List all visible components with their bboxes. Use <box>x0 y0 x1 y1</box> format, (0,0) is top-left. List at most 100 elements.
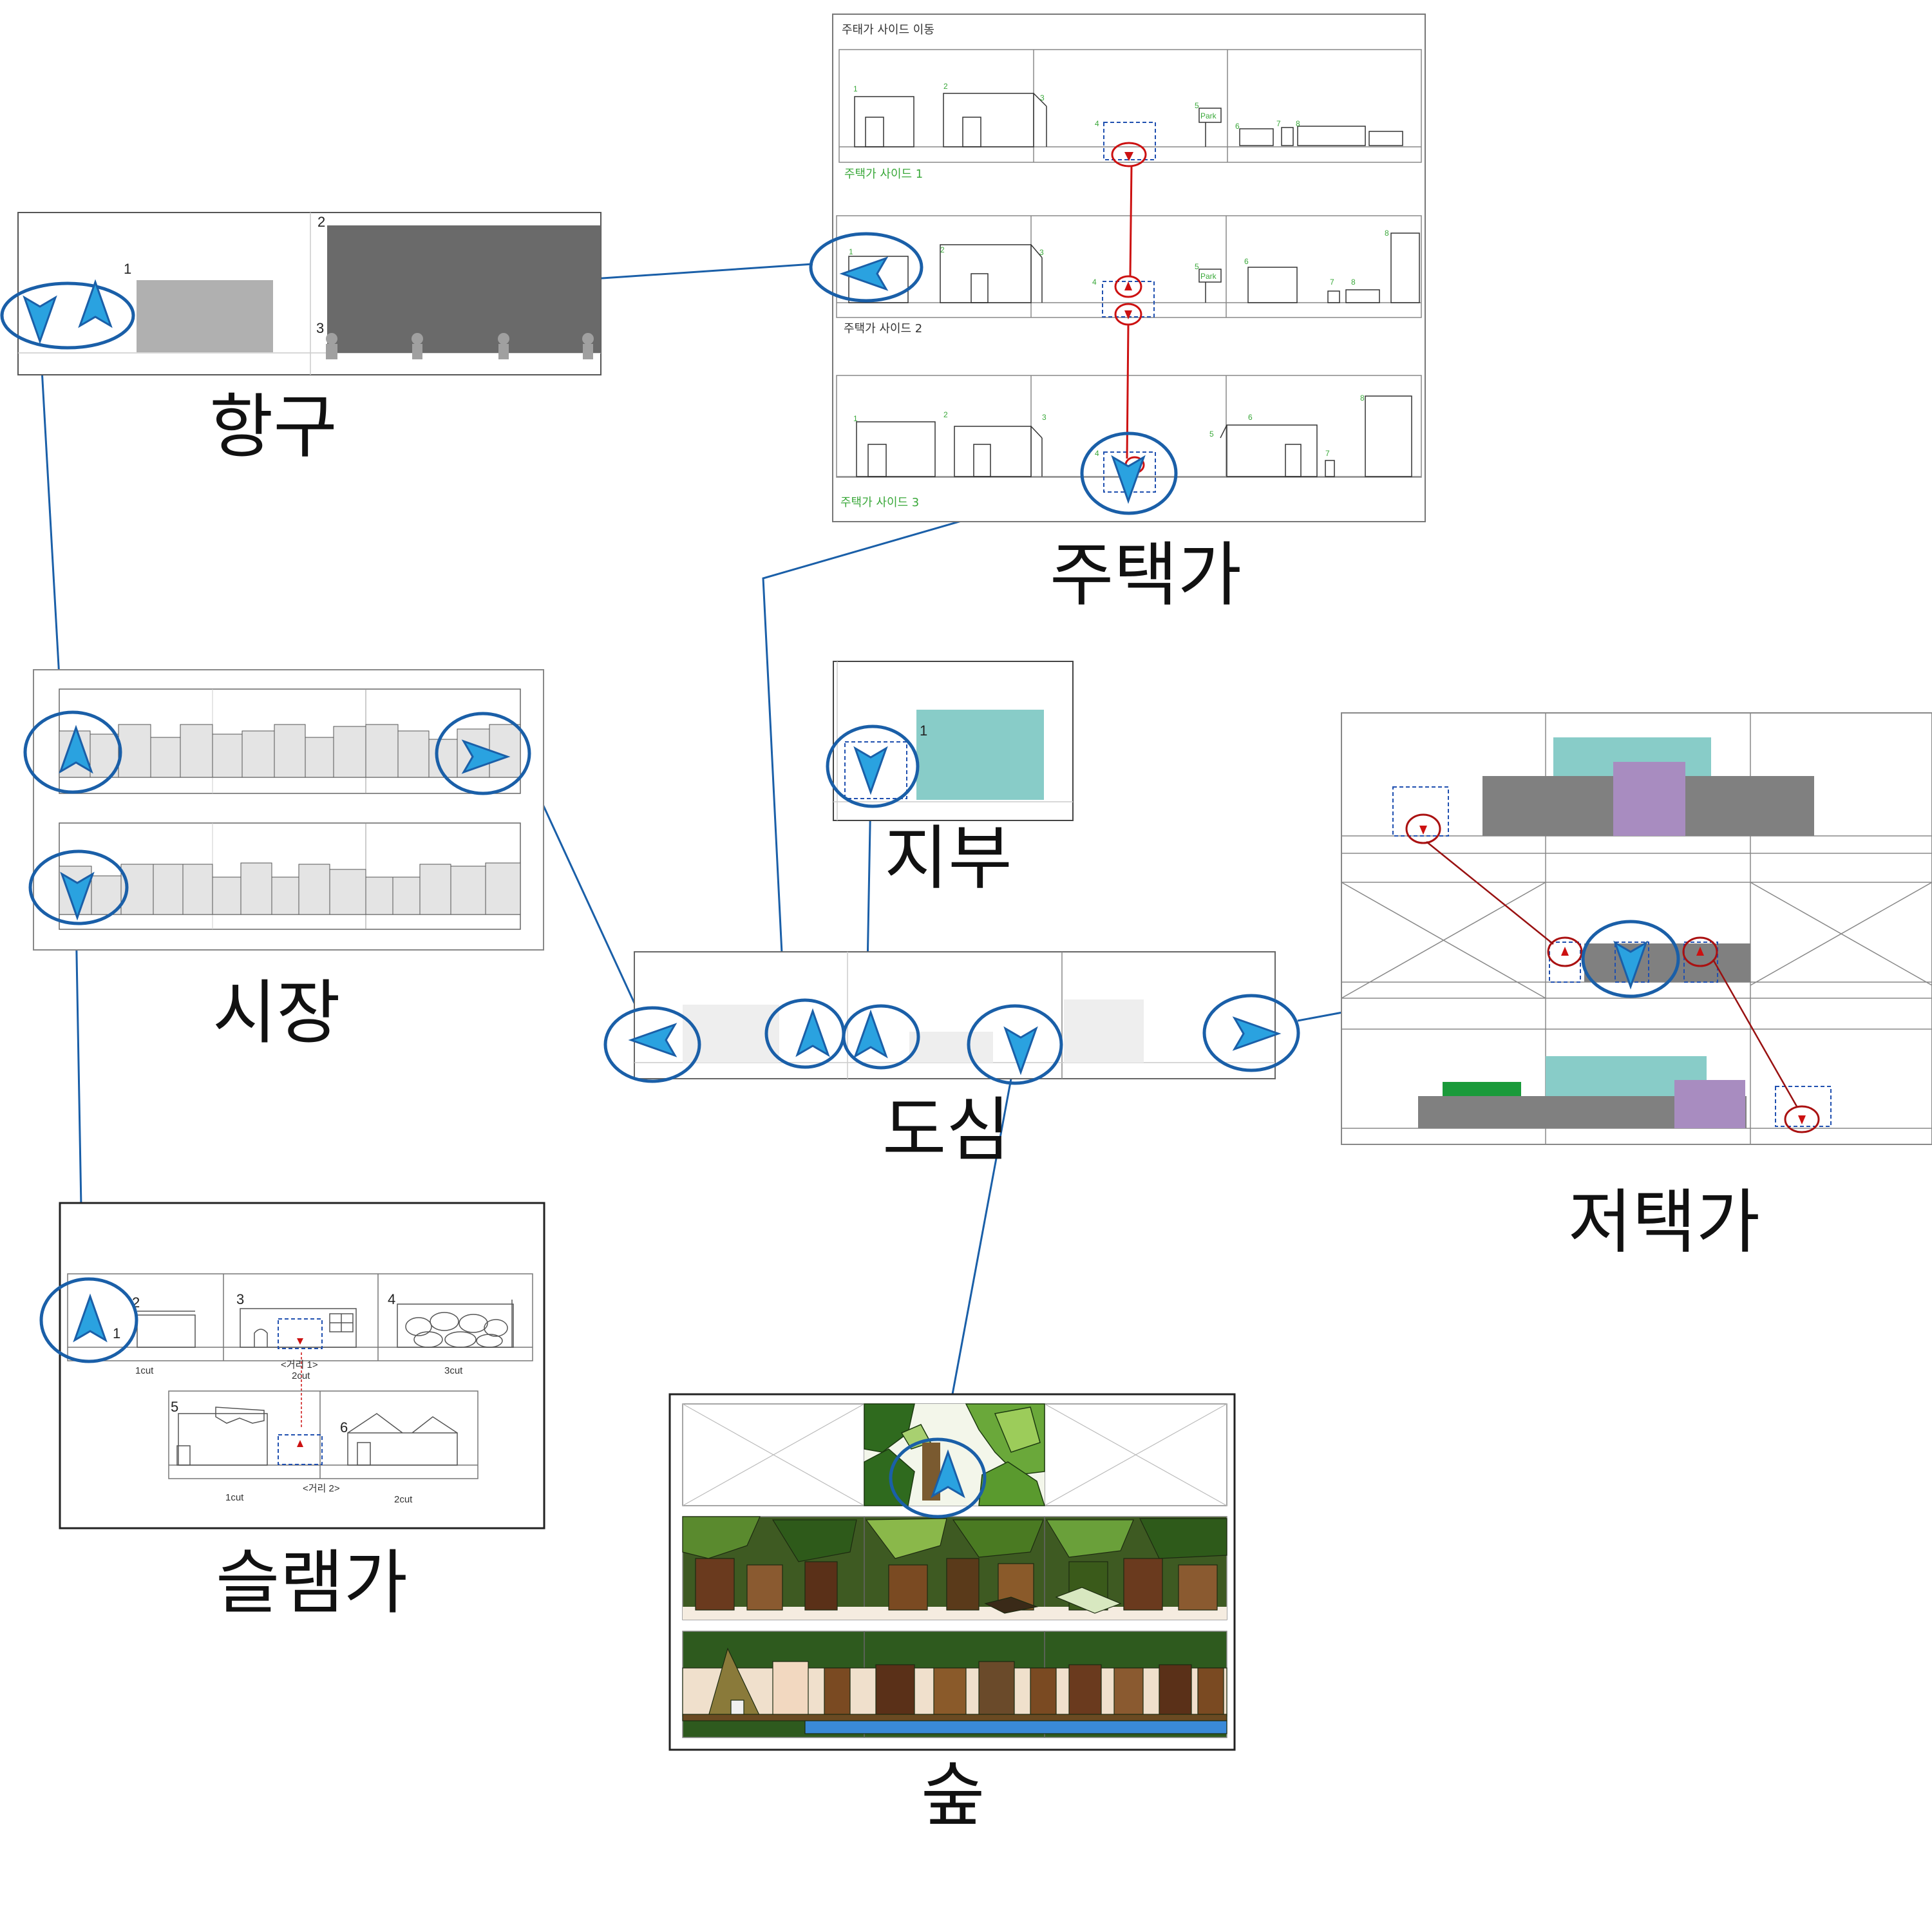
harbor-building-2 <box>327 225 601 353</box>
slum-cut-label: 2cut <box>292 1370 310 1381</box>
svg-text:5: 5 <box>1195 262 1199 271</box>
svg-text:7: 7 <box>1325 449 1330 458</box>
residential-panel: 주태가 사이드 이동 1 2 3 4 5 6 7 <box>809 14 1426 522</box>
residential-side-1: 1 2 3 4 5 6 7 8 Park 주택가 사이드 1 <box>838 49 1422 181</box>
downtown-title: 도심 <box>882 1090 1010 1171</box>
market-portal-ring-right[interactable] <box>435 712 531 795</box>
svg-text:1: 1 <box>853 414 858 423</box>
portal-box[interactable] <box>844 741 907 799</box>
harbor-panel: 1 2 3 <box>0 212 601 375</box>
market-portal-ring-top[interactable] <box>23 710 122 794</box>
residential-portal-ring-bottom[interactable] <box>1080 431 1178 515</box>
svg-text:6: 6 <box>340 1419 348 1435</box>
basement-title: 지부 <box>884 819 1012 899</box>
link-harbor-market <box>39 334 62 712</box>
slum-cut-label: 1cut <box>225 1492 244 1503</box>
downtown-portal-ring-down[interactable] <box>967 1004 1063 1085</box>
svg-text:5: 5 <box>1209 430 1214 439</box>
svg-text:8: 8 <box>1351 278 1356 287</box>
park-sign: Park <box>1200 111 1217 120</box>
svg-text:8: 8 <box>1385 229 1389 238</box>
svg-text:7: 7 <box>1276 119 1281 128</box>
harbor-num-2: 2 <box>317 214 325 230</box>
portal-marker[interactable] <box>1784 1105 1820 1133</box>
slum-street-label: <거리 2> <box>303 1483 340 1494</box>
svg-text:4: 4 <box>388 1291 395 1307</box>
svg-text:3: 3 <box>1039 248 1044 257</box>
downtown-portal-ring-up-2[interactable] <box>842 1004 920 1070</box>
slum-portal-ring[interactable] <box>39 1277 138 1363</box>
arrow-down-icon <box>1798 1115 1806 1124</box>
arrow-up-icon <box>1696 947 1704 956</box>
basement-portal-ring[interactable] <box>826 724 920 808</box>
harbor-building-1 <box>137 280 273 352</box>
svg-text:3: 3 <box>1042 413 1046 422</box>
svg-text:3: 3 <box>1040 93 1045 102</box>
slum-panel: 2 1 3 4 1cut <거리 1> 2cut 3cut 5 6 1cut <… <box>39 1202 545 1530</box>
harbor-title: 항구 <box>209 387 337 468</box>
svg-text:3: 3 <box>236 1291 244 1307</box>
portal-box[interactable] <box>1103 122 1156 160</box>
portal-marker[interactable] <box>1682 936 1718 967</box>
forest-foliage-1 <box>864 1403 1046 1506</box>
arrow-down-icon <box>1124 152 1133 161</box>
harbor-num-3: 3 <box>316 320 324 336</box>
portal-marker[interactable] <box>1114 275 1142 298</box>
downtown-portal-ring-left[interactable] <box>603 1006 701 1083</box>
residential-side3-label: 주택가 사이드 3 <box>840 496 919 509</box>
portal-box[interactable] <box>1392 786 1449 837</box>
link-market-downtown <box>526 769 645 1025</box>
svg-text:8: 8 <box>1360 393 1365 402</box>
residential-header: 주태가 사이드 이동 <box>842 23 934 37</box>
residential-side-2: 1 2 3 4 5 6 7 8 8 Park 주택가 사이드 2 <box>836 215 1422 336</box>
portal-marker[interactable] <box>1547 936 1583 967</box>
svg-text:7: 7 <box>1330 278 1334 287</box>
forest-trees-row-2 <box>682 1516 1227 1614</box>
mansion-title: 저택가 <box>1568 1182 1760 1263</box>
harbor-bollards <box>326 333 594 359</box>
residential-side2-label: 주택가 사이드 2 <box>844 322 922 336</box>
svg-text:2: 2 <box>943 410 948 419</box>
svg-text:1: 1 <box>849 247 853 256</box>
svg-text:8: 8 <box>1296 119 1300 128</box>
portal-marker[interactable] <box>1111 142 1147 167</box>
harbor-portal-ring[interactable] <box>0 281 135 350</box>
slum-cut-label: 2cut <box>394 1494 413 1505</box>
svg-text:2: 2 <box>940 245 945 254</box>
arrow-down-icon <box>1124 310 1132 319</box>
link-downtown-forest <box>942 1078 1012 1443</box>
arrow-up-icon <box>1561 947 1569 956</box>
forest-portal-ring[interactable] <box>889 1437 987 1519</box>
svg-text:1: 1 <box>113 1325 120 1341</box>
svg-text:6: 6 <box>1248 413 1253 422</box>
downtown-panel <box>603 951 1300 1085</box>
svg-text:5: 5 <box>171 1399 178 1415</box>
slum-street-label: <거리 1> <box>281 1359 318 1370</box>
mansion-panel <box>1341 712 1932 1145</box>
svg-text:6: 6 <box>1235 122 1240 131</box>
svg-text:5: 5 <box>1195 101 1199 110</box>
svg-text:4: 4 <box>1095 119 1099 128</box>
slum-cut-label: 1cut <box>135 1365 154 1376</box>
portal-marker[interactable] <box>1405 813 1441 844</box>
harbor-num-1: 1 <box>124 261 131 277</box>
svg-text:4: 4 <box>1095 449 1099 458</box>
market-portal-ring-bottom[interactable] <box>28 849 129 925</box>
basement-panel: 1 <box>826 661 1074 821</box>
mansion-portal-ring[interactable] <box>1581 920 1680 998</box>
residential-portal-ring-left[interactable] <box>809 232 923 303</box>
basement-building <box>916 710 1044 800</box>
arrow-down-icon <box>1419 826 1427 835</box>
svg-text:6: 6 <box>1244 257 1249 266</box>
svg-text:4: 4 <box>1092 278 1097 287</box>
slum-cut-label: 3cut <box>444 1365 463 1376</box>
slum-title: 슬램가 <box>216 1543 408 1624</box>
downtown-portal-ring-right[interactable] <box>1202 994 1300 1072</box>
park-sign: Park <box>1200 272 1217 281</box>
forest-trees-row-3 <box>682 1647 1227 1734</box>
svg-text:1: 1 <box>853 84 858 93</box>
portal-box[interactable] <box>1775 1086 1832 1127</box>
basement-num: 1 <box>920 723 927 739</box>
arrow-up-icon <box>1124 281 1132 290</box>
